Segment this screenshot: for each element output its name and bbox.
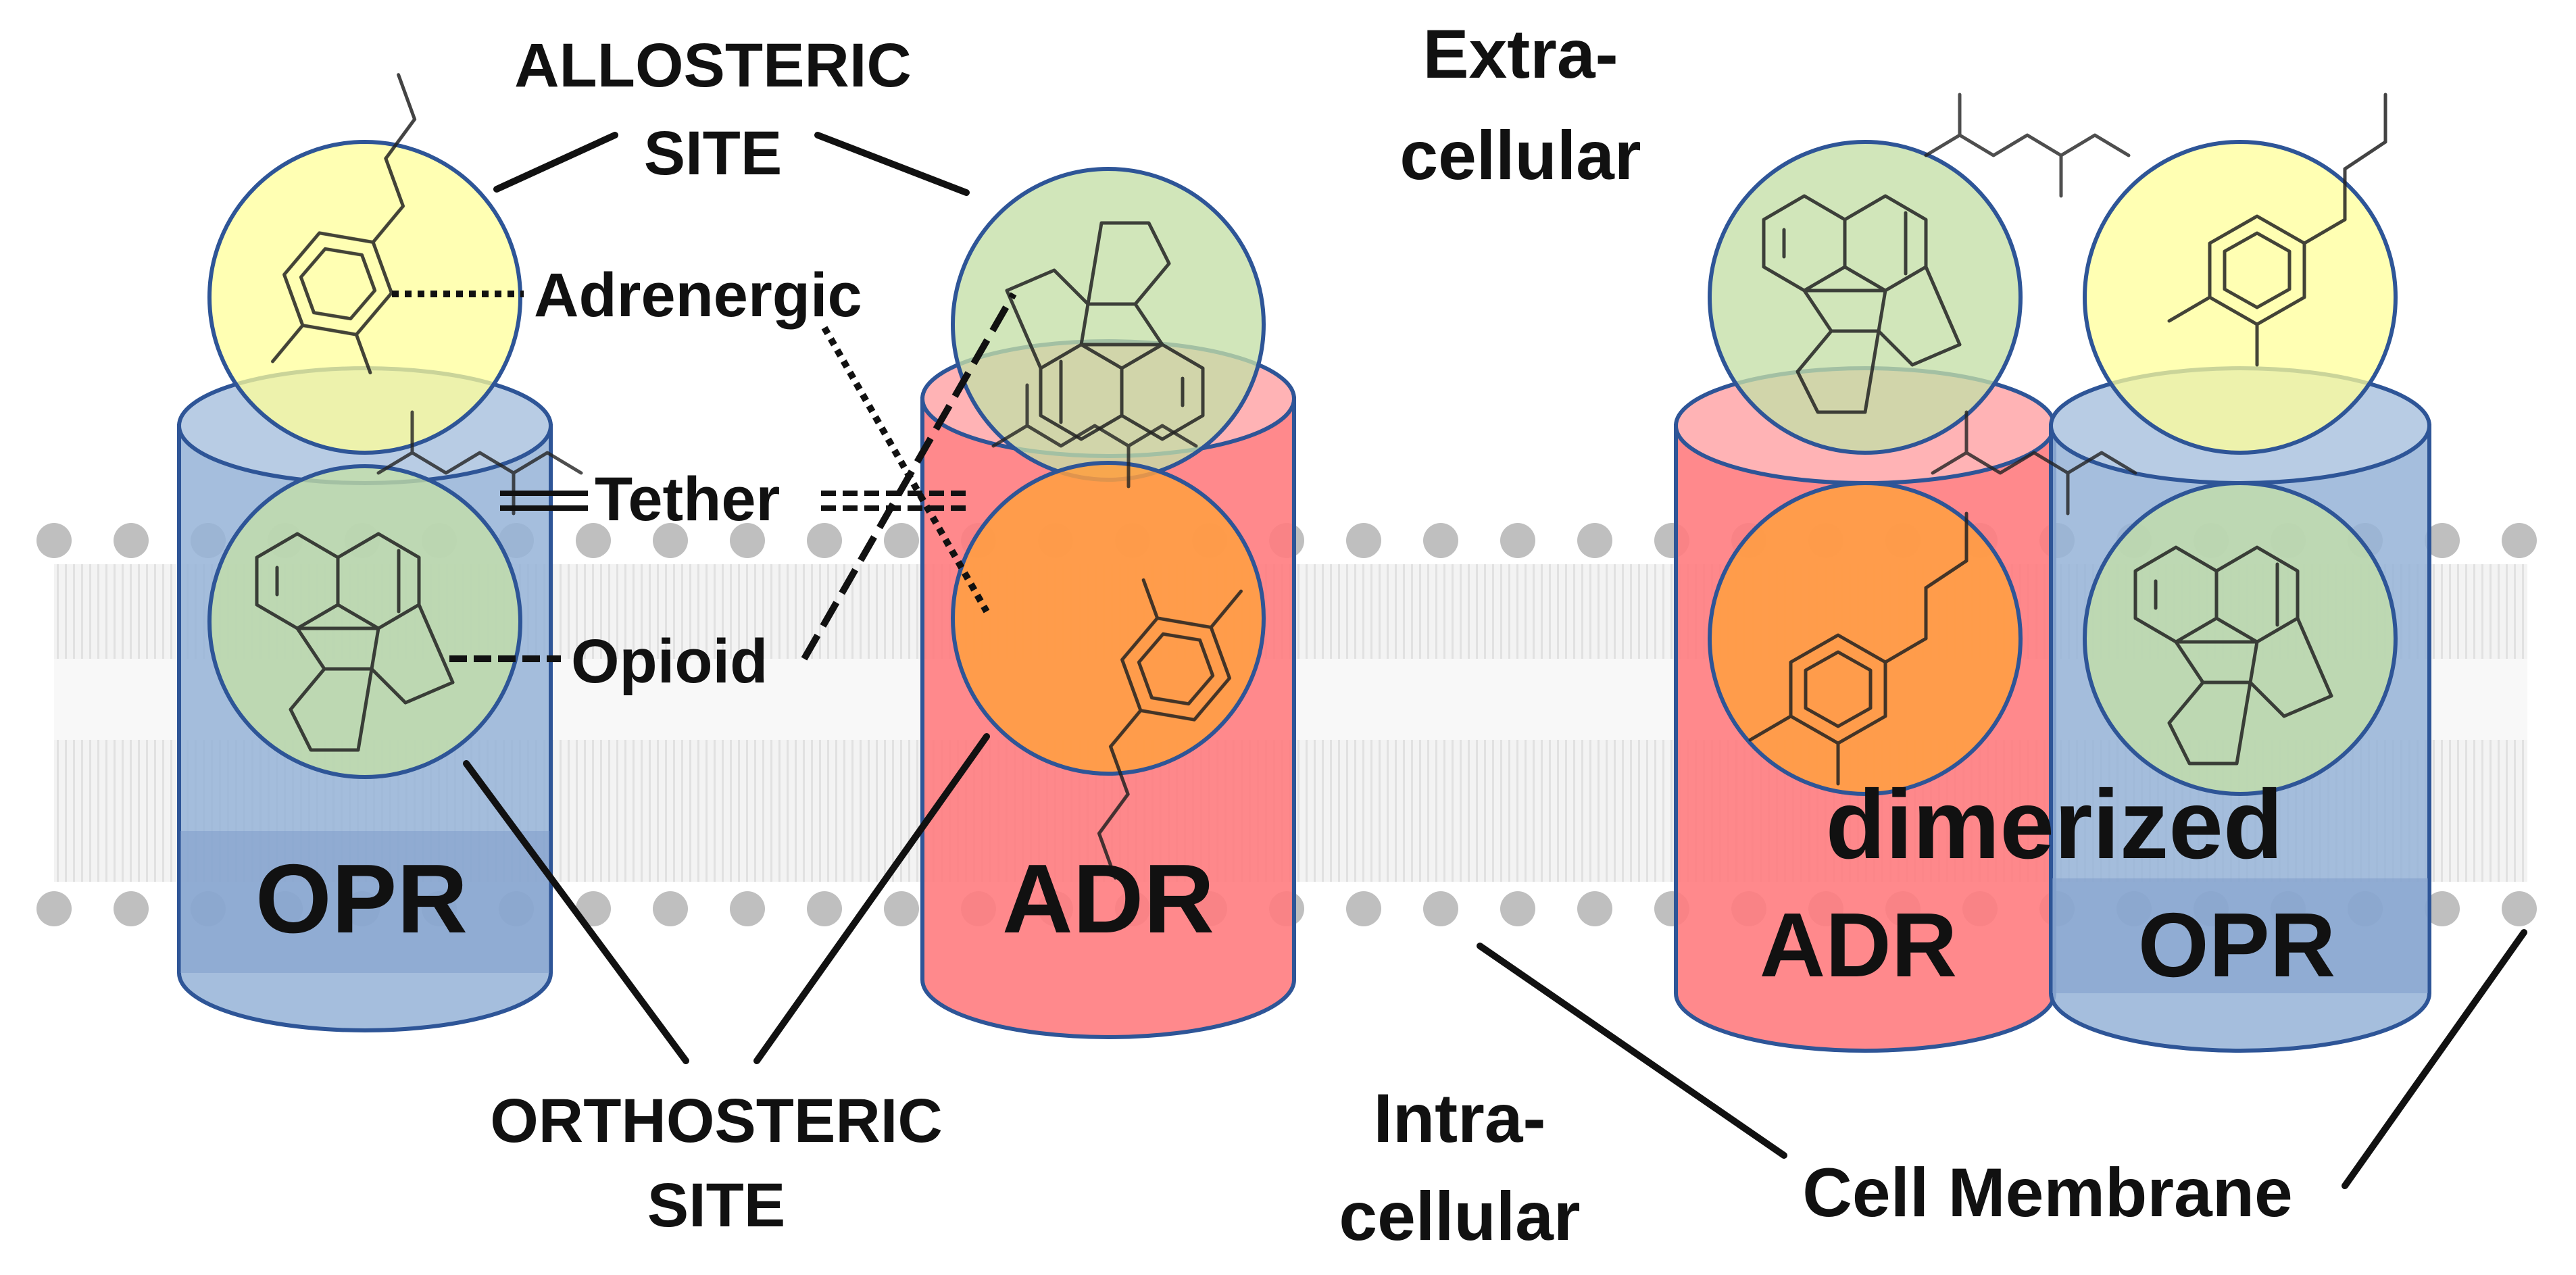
adr-label-left: ADR xyxy=(1002,844,1214,953)
membrane-head-group xyxy=(2502,891,2537,926)
dimer-opioid-ligand-bottom xyxy=(2083,481,2398,796)
membrane-head-group xyxy=(1346,891,1381,926)
membrane-head-group xyxy=(807,891,842,926)
orthosteric-site-label-line1: ORTHOSTERIC xyxy=(490,1086,943,1155)
orthosteric-adrenergic-ligand-right xyxy=(951,461,1266,776)
membrane-head-group xyxy=(114,523,149,558)
annotation-lines xyxy=(392,132,2527,1189)
membrane-head-group xyxy=(114,891,149,926)
allosteric-site-label-line2: SITE xyxy=(644,119,782,188)
membrane-head-group xyxy=(36,523,72,558)
membrane-head-group xyxy=(1423,891,1458,926)
allosteric-site-label-line1: ALLOSTERIC xyxy=(514,31,912,100)
membrane-head-group xyxy=(1577,891,1612,926)
adrenergic-label: Adrenergic xyxy=(534,261,862,330)
orthosteric-site-label-line2: SITE xyxy=(647,1171,785,1240)
cell-membrane-label: Cell Membrane xyxy=(1802,1154,2293,1231)
intracellular-label-line1: Intra- xyxy=(1374,1080,1546,1157)
membrane-head-group xyxy=(1500,523,1535,558)
dimer-opioid-ligand-top xyxy=(1708,140,2023,455)
membrane-head-group xyxy=(884,523,919,558)
dimer-adrenergic-ligand-bottom xyxy=(1708,481,2023,796)
opr-label-dimer: OPR xyxy=(2138,894,2336,996)
membrane-head-group xyxy=(653,523,688,558)
membrane-head-group xyxy=(2502,523,2537,558)
opr-label-left: OPR xyxy=(255,844,468,953)
membrane-head-group xyxy=(653,891,688,926)
tether-label: Tether xyxy=(595,465,780,534)
membrane-head-group xyxy=(730,523,765,558)
membrane-head-group xyxy=(576,523,611,558)
membrane-head-group xyxy=(1577,523,1612,558)
membrane-head-group xyxy=(1346,523,1381,558)
membrane-head-group xyxy=(2425,523,2460,558)
dimerized-label: dimerized xyxy=(1826,770,2283,879)
membrane-head-group xyxy=(730,891,765,926)
intracellular-label-line2: cellular xyxy=(1339,1178,1580,1255)
membrane-head-group xyxy=(36,891,72,926)
opioid-label: Opioid xyxy=(571,627,768,696)
extracellular-label-line2: cellular xyxy=(1400,117,1641,194)
adr-label-dimer: ADR xyxy=(1760,894,1957,996)
extracellular-label-line1: Extra- xyxy=(1422,16,1618,93)
membrane-head-group xyxy=(2425,891,2460,926)
membrane-head-group xyxy=(1500,891,1535,926)
membrane-head-group xyxy=(807,523,842,558)
membrane-head-group xyxy=(576,891,611,926)
membrane-head-group xyxy=(884,891,919,926)
membrane-head-group xyxy=(1423,523,1458,558)
